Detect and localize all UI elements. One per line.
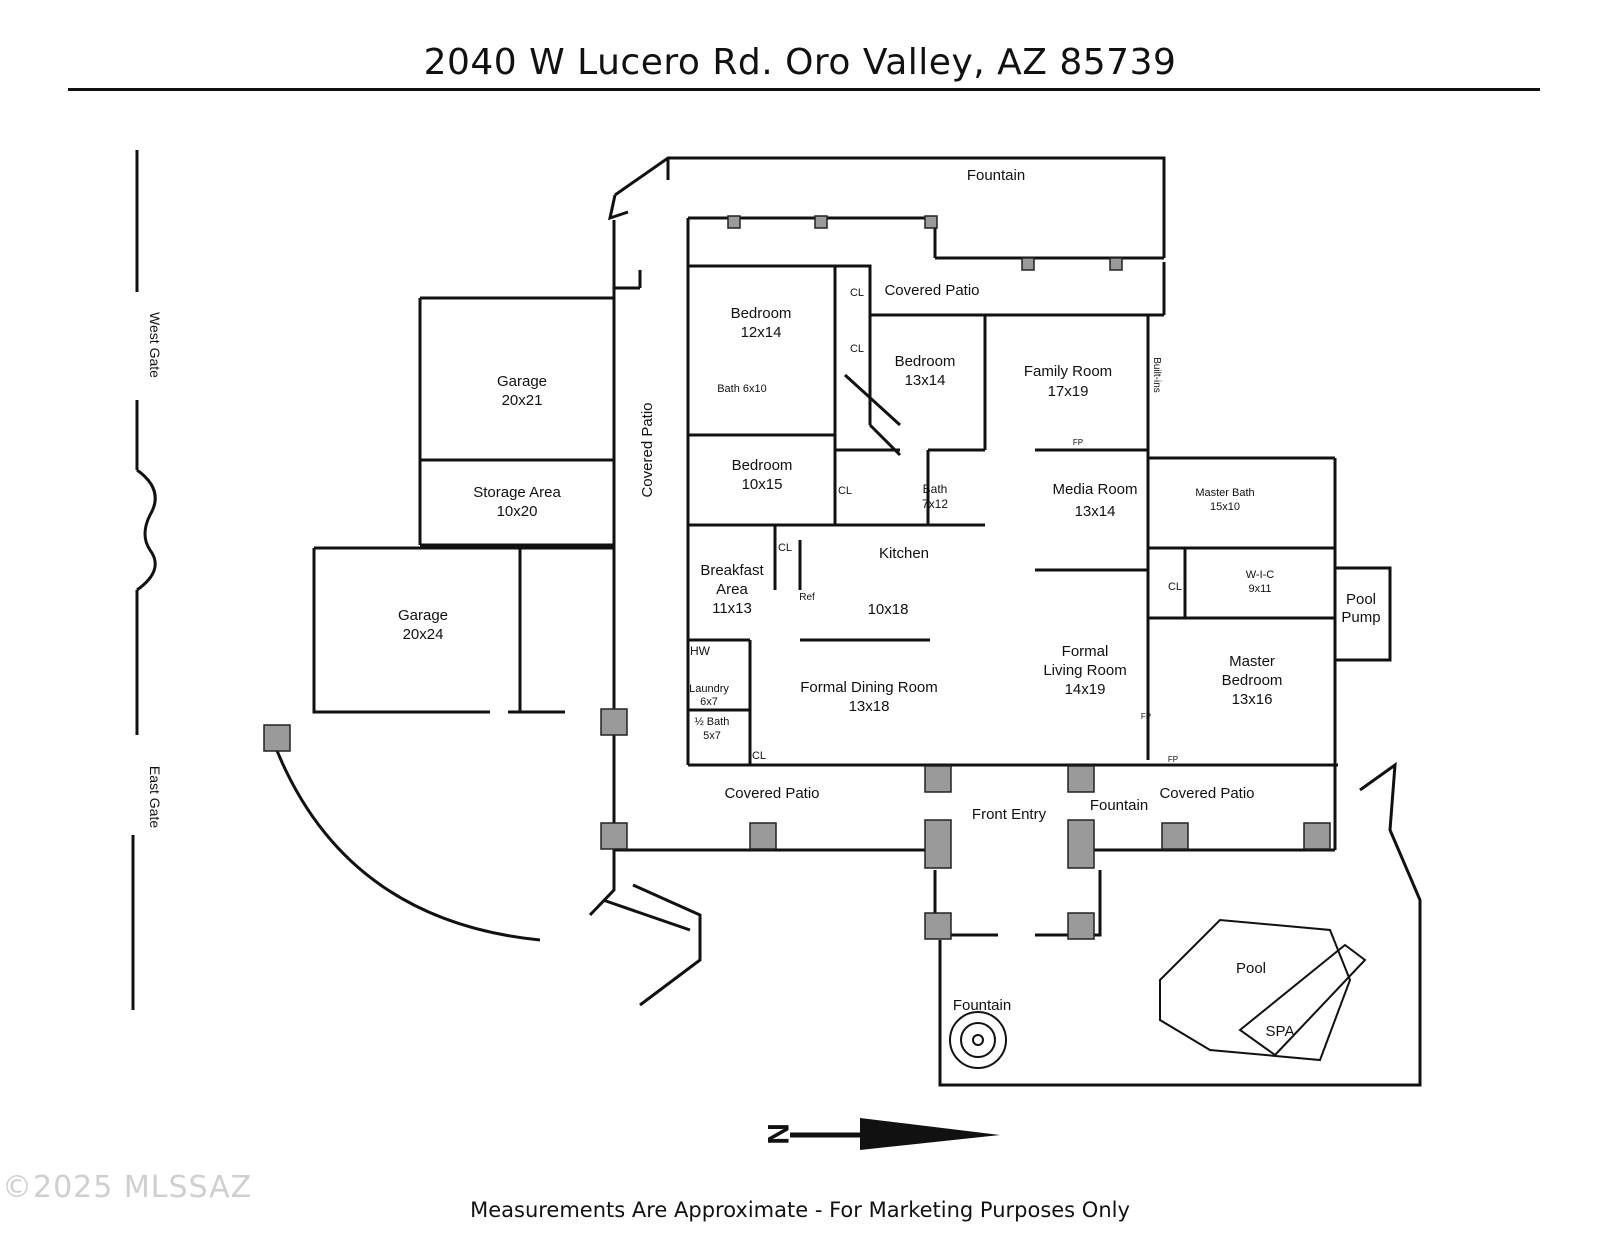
half-bath-name: ½ Bath [695, 716, 730, 728]
breakfast-name2: Area [716, 581, 748, 598]
formal-dining-name: Formal Dining Room [800, 679, 938, 696]
bath2-name: Bath [923, 482, 948, 496]
spa-label: SPA [1266, 1023, 1295, 1040]
family-room-name: Family Room [1024, 363, 1112, 380]
wic-size: 9x11 [1248, 583, 1271, 595]
master-bath-name: Master Bath [1195, 487, 1254, 499]
formal-living-name2: Living Room [1043, 662, 1126, 679]
covered-patio-bottom-right-label: Covered Patio [1159, 785, 1254, 802]
bath1-label: Bath 6x10 [717, 383, 767, 395]
master-bath-size: 15x10 [1210, 501, 1240, 513]
fountain-top-label: Fountain [967, 167, 1025, 184]
garage2-size: 20x24 [403, 626, 444, 643]
breakfast-size: 11x13 [712, 600, 752, 617]
laundry-name: Laundry [689, 683, 729, 695]
covered-patio-side-label: Covered Patio [639, 402, 656, 497]
formal-living-size: 14x19 [1065, 681, 1106, 698]
garage1-name: Garage [497, 373, 547, 390]
pillars [263, 215, 1331, 940]
page-title: 2040 W Lucero Rd. Oro Valley, AZ 85739 [423, 42, 1177, 83]
bedroom3-size: 10x15 [742, 476, 783, 493]
pool-label: Pool [1236, 960, 1266, 977]
built-ins-label: Built-ins [1151, 357, 1162, 393]
west-gate-label: West Gate [147, 312, 163, 378]
wic-name: W-I-C [1246, 569, 1275, 581]
covered-patio-bottom-left-label: Covered Patio [724, 785, 819, 802]
media-room-size: 13x14 [1075, 503, 1116, 520]
garage1-size: 20x21 [502, 392, 543, 409]
garage2-name: Garage [398, 607, 448, 624]
media-room-name: Media Room [1052, 481, 1137, 498]
fireplace-label: FP [1141, 712, 1151, 721]
master-bedroom-size: 13x16 [1232, 691, 1273, 708]
bedroom2-name: Bedroom [895, 353, 956, 370]
pool-pump-name1: Pool [1346, 591, 1376, 608]
refrigerator-label: Ref [799, 592, 815, 603]
bedroom1-name: Bedroom [731, 305, 792, 322]
pool-pump-name2: Pump [1341, 609, 1380, 626]
closet-label: CL [752, 750, 766, 762]
closet-label: CL [850, 287, 864, 299]
front-entry-label: Front Entry [972, 806, 1047, 823]
bedroom1-size: 12x14 [741, 324, 782, 341]
closet-label: CL [1168, 581, 1182, 593]
hw-label: HW [690, 644, 711, 658]
title-divider [68, 88, 1540, 91]
fountain-entry-label: Fountain [1090, 797, 1148, 814]
closet-label: CL [778, 542, 792, 554]
bedroom3-name: Bedroom [732, 457, 793, 474]
kitchen-size: 10x18 [868, 601, 909, 618]
east-gate-label: East Gate [147, 766, 163, 828]
half-bath-size: 5x7 [703, 730, 721, 742]
kitchen-name: Kitchen [879, 545, 929, 562]
laundry-size: 6x7 [700, 696, 718, 708]
walls [131, 150, 1422, 1087]
bedroom2-size: 13x14 [905, 372, 946, 389]
formal-dining-size: 13x18 [849, 698, 890, 715]
formal-living-name1: Formal [1062, 643, 1109, 660]
fireplace-label: FP [1073, 438, 1083, 447]
family-room-size: 17x19 [1048, 383, 1089, 400]
storage-size: 10x20 [497, 503, 538, 520]
closet-label: CL [838, 485, 852, 497]
master-bedroom-name1: Master [1229, 653, 1275, 670]
bath2-size: 7x12 [922, 497, 948, 511]
fireplace-label: FP [1168, 755, 1178, 764]
covered-patio-top-label: Covered Patio [884, 282, 979, 299]
compass-n-label: N [761, 1123, 794, 1145]
closet-label: CL [850, 343, 864, 355]
north-arrow-icon [790, 1118, 1000, 1150]
storage-name: Storage Area [473, 484, 561, 501]
disclaimer-footer: Measurements Are Approximate - For Marke… [470, 1198, 1130, 1222]
breakfast-name1: Breakfast [700, 562, 764, 579]
fountain-yard-label: Fountain [953, 997, 1011, 1014]
copyright-watermark: ©2025 MLSSAZ [2, 1170, 253, 1205]
master-bedroom-name2: Bedroom [1222, 672, 1283, 689]
